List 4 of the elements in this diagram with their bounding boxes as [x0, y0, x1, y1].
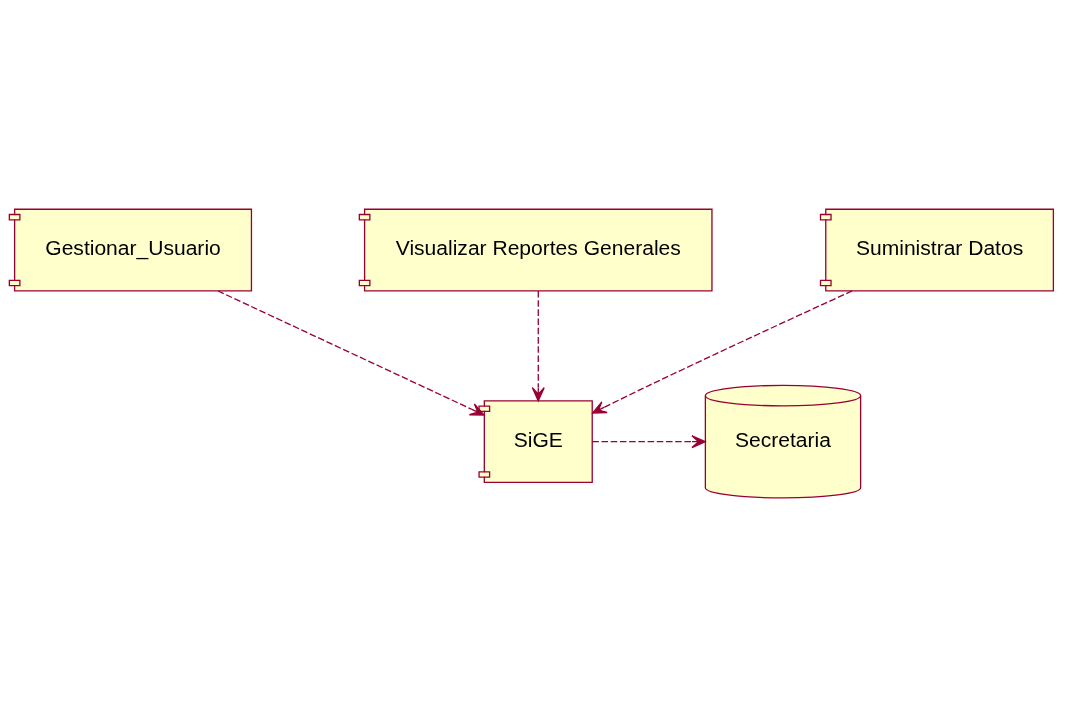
arrow: [592, 289, 853, 414]
arrow: [217, 289, 485, 416]
arrow: [591, 434, 706, 448]
arrow: [531, 289, 545, 401]
